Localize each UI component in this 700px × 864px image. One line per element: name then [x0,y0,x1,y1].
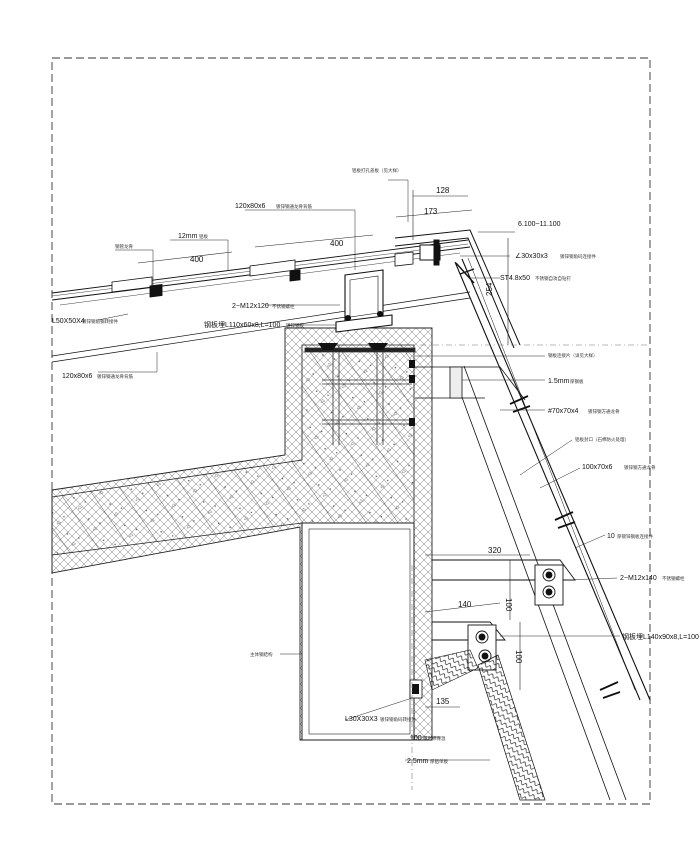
dim-400-right: 400 [330,239,344,248]
label-embed-140: 钢板埋L140x90x8,L=100 [622,632,699,641]
facade-cladding-right [394,229,651,701]
label-skin: 12mm [178,233,198,240]
label-beam-low: 120x80x6 [62,373,92,380]
dim-400-left: 400 [190,255,204,264]
leader-lines [97,179,620,761]
dim-173: 173 [424,207,438,216]
label-beam-main: 主体钢结构 [250,651,273,658]
dim-135: 135 [436,697,450,706]
label-elevation: 6.100~11.100 [518,221,561,228]
label-bolt-m12-140-note: 不锈钢螺栓 [662,575,685,582]
label-bolt-m12-120: 2−M12x120 [232,303,269,310]
label-beam-top-note: 镀锌钢通龙骨背筋 [276,203,312,210]
label-skin-note: 铝板 [199,233,208,240]
label-l50: L50X50X4 [52,318,85,325]
label-beam-low-note: 镀锌钢通龙骨背筋 [97,373,133,380]
label-bolt-m12-120-note: 不锈钢螺栓 [272,303,295,310]
label-top-left-note: 钢管龙骨 [115,243,133,250]
label-p100: 100 [410,735,422,742]
label-pipe100-note: 镀锌钢方通龙骨 [624,464,656,471]
dim-320: 320 [488,546,502,555]
label-embed-110: 钢板埋L110x60x8,L=100 [204,320,280,329]
label-l50-note: 镀锌钢角钢转接件 [82,318,118,325]
label-screw-note: 不锈钢自攻自钻钉 [535,275,571,282]
label-pipe70-note: 镀锌钢方通龙骨 [588,408,620,415]
dimension-lines [137,190,530,708]
label-l30-note: 镀锌钢角码转接件 [380,716,416,723]
dim-100-a: 100 [504,598,513,612]
label-right-note-b: 铝板封口（石棉防火处理） [575,436,629,443]
label-plate15: 1.5mm [548,378,570,385]
label-screw: ST4.8x50 [500,275,530,282]
embed-plate-top [318,343,388,350]
label-angle30: ∠30x30x3 [515,252,548,260]
label-l30: L30X30X3 [345,716,378,723]
insulation-wool [409,649,546,801]
concrete-structure [51,327,433,741]
label-angle30-note: 镀锌钢角码连接件 [560,253,596,260]
label-embed-110-note: 镀锌钢板 [286,322,304,329]
label-p25-note: 厚铝单板 [430,758,448,765]
roof-cladding [51,239,471,363]
centre-lines [411,344,650,790]
label-p25: 2.5mm [407,758,429,765]
dim-140: 140 [458,600,472,609]
label-right-note-a: 钢板连接片（详见大样） [548,352,598,359]
label-plate15-note: 厚钢板 [570,378,584,385]
dim-254: 254 [485,282,494,296]
dim-128: 128 [436,186,450,195]
label-r10-note: 厚镀锌钢板连接件 [617,533,653,540]
dim-100-b: 100 [514,650,523,664]
c-channel-purlin [335,269,393,333]
label-pipe70: #70x70x4 [548,408,578,415]
label-pipe100: 100x70x6 [582,464,612,471]
label-bolt-m12-140: 2−M12x140 [620,575,657,582]
label-r10: 10 [607,533,615,540]
label-beam-top: 120x80x6 [235,203,265,210]
label-p100-note: 厚岩棉保温 [423,735,446,742]
label-top-sensor: 铝板打孔盖板（见大样） [352,167,402,174]
